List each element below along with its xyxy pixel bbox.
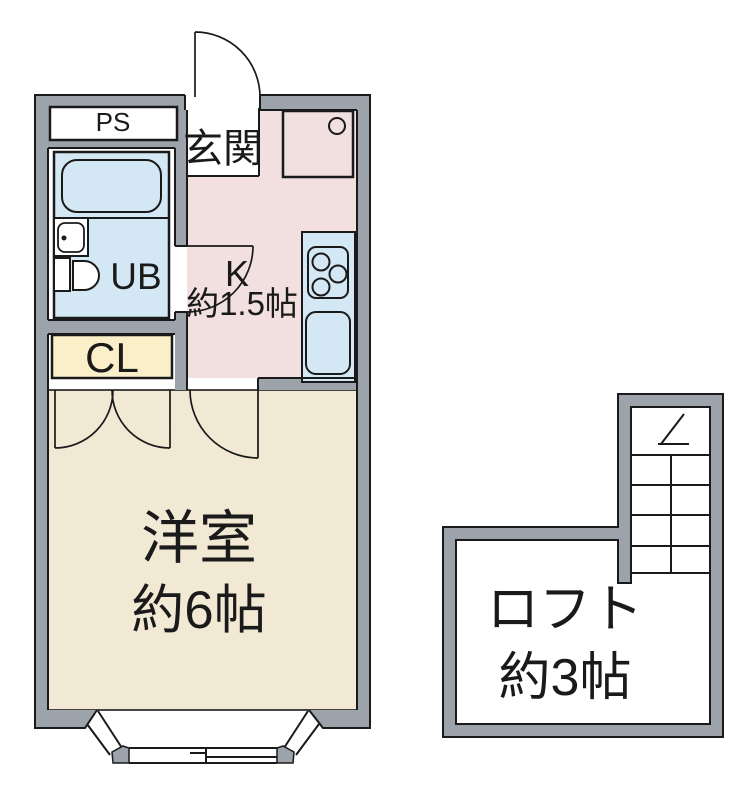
wall-outlines <box>34 94 371 729</box>
toilet-bowl-icon <box>72 260 100 291</box>
loft-size-label: 約3帖 <box>499 649 632 707</box>
wall-bottom-left <box>35 710 97 728</box>
washbasin-drain-dot <box>61 235 67 241</box>
wall-bath-kitchen-upper <box>175 108 187 246</box>
loft-ladder <box>631 413 710 574</box>
unit-bath <box>52 150 171 320</box>
bay-glass-left <box>86 710 123 756</box>
stair-direction-mark <box>658 413 689 445</box>
main-room-label: 洋室 <box>141 506 257 571</box>
bay-window <box>86 710 320 764</box>
shoe-cabinet-box <box>281 109 355 179</box>
entrance-door-swing <box>194 31 261 98</box>
kitchen-label: K <box>225 253 249 294</box>
shoe-cabinet-knob-icon <box>328 117 346 135</box>
wall-right <box>357 95 370 712</box>
bath-closet-wall-lines <box>48 319 175 335</box>
entrance-step-lines <box>187 108 260 177</box>
wall-left <box>35 95 48 712</box>
loft-unit: ロフト 約3帖 <box>442 393 724 738</box>
kitchen-size-label: 約1.5帖 <box>186 285 298 322</box>
bay-glass-right <box>283 710 320 756</box>
bay-window-frame <box>129 747 277 764</box>
burner-icon <box>311 252 331 272</box>
bay-post-right <box>276 745 295 764</box>
outline-outer-right <box>260 94 371 729</box>
kitchen-counter <box>301 231 356 383</box>
kitchen-room-wall-lines <box>257 377 357 390</box>
left-inner-lines <box>47 147 175 710</box>
closet-door-left-swing <box>54 389 114 449</box>
closet-box <box>50 333 174 380</box>
wall-bath-closet <box>48 320 187 334</box>
bathtub-icon <box>61 159 162 213</box>
wall-top-right <box>260 95 370 110</box>
entrance-label: 玄関 <box>183 127 263 171</box>
bay-post-left <box>111 745 130 764</box>
wall-bottom-right <box>309 710 370 728</box>
kitchen-sink-icon <box>305 311 351 375</box>
bay-window-sash-lines <box>190 749 277 762</box>
loft-label: ロフト <box>487 581 643 639</box>
closet-label: CL <box>85 334 139 381</box>
pipe-space-box <box>48 105 179 142</box>
shoe-cabinet <box>281 109 355 179</box>
stove-icon <box>307 246 349 299</box>
entrance-jambs <box>184 95 261 110</box>
washbasin-icon <box>57 222 85 253</box>
closet-door-right-swing <box>111 389 171 449</box>
doors <box>54 31 261 459</box>
burner-icon <box>328 264 348 284</box>
outline-outer-left <box>34 94 185 729</box>
main-room-size-label: 約6帖 <box>131 581 266 640</box>
loft-walls <box>442 393 724 738</box>
burner-icon <box>311 277 331 297</box>
bath-kitchen-wall-lines <box>174 110 188 390</box>
pipe-space-label: PS <box>96 107 131 137</box>
bath-door-swing <box>186 245 254 313</box>
entrance-opening <box>185 95 260 110</box>
toilet-tank-icon <box>53 257 71 292</box>
main-unit: PS 玄関 UB K 約1.5帖 CL 洋室 約6帖 <box>34 31 371 764</box>
unit-bath-label: UB <box>110 256 161 297</box>
kitchen-room-door-swing <box>189 389 259 459</box>
